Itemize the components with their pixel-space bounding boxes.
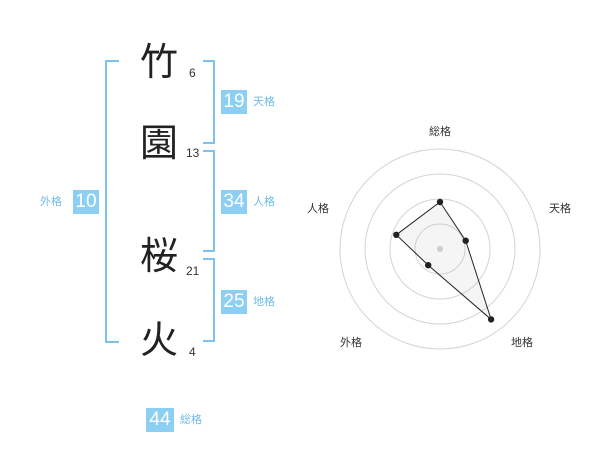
chikaku-bracket xyxy=(203,258,215,342)
stroke-count-3: 21 xyxy=(186,264,200,278)
soukaku-label: 総格 xyxy=(180,413,202,426)
gaikaku-label: 外格 xyxy=(40,195,62,208)
stroke-count-4: 4 xyxy=(189,345,196,359)
radar-point xyxy=(393,231,400,238)
gaikaku-value: 10 xyxy=(73,190,99,214)
radar-area xyxy=(395,201,493,321)
chikaku-label: 地格 xyxy=(253,295,275,308)
chikaku-value: 25 xyxy=(221,290,247,314)
jinkaku-bracket xyxy=(203,150,215,252)
gaikaku-bracket xyxy=(105,60,119,343)
soukaku-value: 44 xyxy=(146,408,174,432)
character-3: 桜 xyxy=(140,234,179,278)
radar-ring xyxy=(414,223,466,275)
character-1: 竹 xyxy=(140,40,179,84)
radar-label-chikaku: 地格 xyxy=(511,335,533,349)
radar-label-jinkaku: 人格 xyxy=(307,201,329,215)
radar-point xyxy=(462,237,469,244)
tenkaku-label: 天格 xyxy=(253,95,275,108)
radar-points xyxy=(393,198,495,323)
character-2: 園 xyxy=(140,121,179,165)
radar-center-dot xyxy=(437,246,443,252)
stroke-count-2: 13 xyxy=(186,146,200,160)
character-4: 火 xyxy=(140,318,179,362)
radar-point xyxy=(436,198,444,206)
radar-ring xyxy=(339,148,541,350)
radar-point xyxy=(425,262,432,269)
radar-ring xyxy=(364,173,516,325)
jinkaku-value: 34 xyxy=(221,190,247,214)
radar-label-soukaku: 総格 xyxy=(429,124,451,138)
radar-label-gaikaku: 外格 xyxy=(340,335,362,349)
tenkaku-value: 19 xyxy=(221,90,247,114)
radar-point xyxy=(487,316,495,323)
jinkaku-label: 人格 xyxy=(253,195,275,208)
tenkaku-bracket xyxy=(203,60,215,144)
radar-label-tenkaku: 天格 xyxy=(549,201,571,215)
stroke-count-1: 6 xyxy=(189,66,196,80)
